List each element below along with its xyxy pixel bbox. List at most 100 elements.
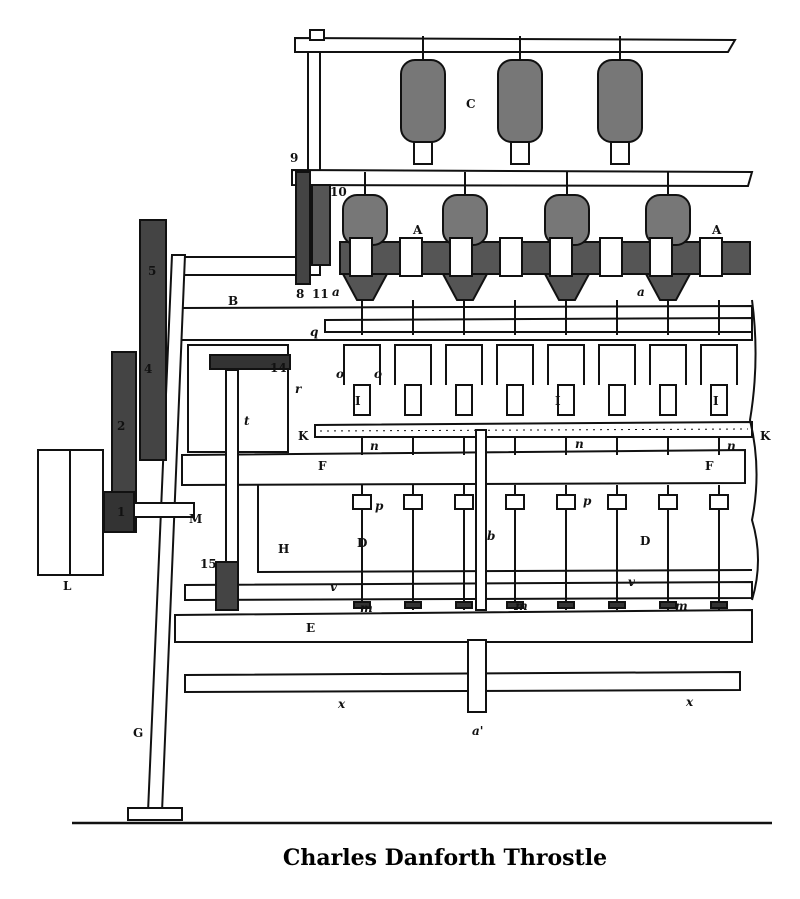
label-b: b [487, 529, 495, 543]
label-o: o [374, 367, 382, 381]
footstep-m [353, 601, 371, 609]
frame-H [257, 485, 753, 574]
label-x: x [685, 695, 694, 709]
rail-K [314, 420, 753, 438]
bobbin-base [610, 141, 630, 165]
label-o: o [336, 367, 344, 381]
label-D: D [357, 536, 367, 550]
top-bracket [309, 29, 325, 41]
roller-cone [341, 273, 389, 301]
label-2: 2 [117, 419, 125, 433]
label-v: v [628, 575, 636, 589]
label-a: a [637, 285, 645, 299]
flyer [343, 344, 381, 385]
label-r: r [295, 382, 303, 396]
broken-edge [748, 299, 759, 601]
label-a: a [332, 285, 340, 299]
label-n: n [370, 439, 379, 453]
whorl-p [556, 494, 576, 510]
label-v: v [330, 580, 338, 594]
bobbin-C [597, 59, 643, 143]
spindle-bobbin-I [557, 384, 575, 416]
roller-boss [649, 237, 673, 277]
gear-10 [311, 184, 331, 266]
beam-F [181, 448, 746, 487]
roller-boss [499, 237, 523, 277]
spindle-bobbin-I [659, 384, 677, 416]
footstep-m [455, 601, 473, 609]
label-I: I [555, 394, 561, 408]
footstep-m [659, 601, 677, 609]
label-10: 10 [330, 185, 347, 199]
label-A: A [711, 223, 722, 237]
footstep-m [710, 601, 728, 609]
shaft-M [133, 502, 195, 518]
bobbin-base [510, 141, 530, 165]
footstep-m [557, 601, 575, 609]
label-m: m [675, 599, 688, 613]
whorl-p [505, 494, 525, 510]
roller-boss [699, 237, 723, 277]
label-F: F [705, 459, 714, 473]
spindle-bobbin-I [608, 384, 626, 416]
roller-boss [399, 237, 423, 277]
spindle-bobbin-I [455, 384, 473, 416]
spindle-bobbin-I [353, 384, 371, 416]
gear-5-4 [139, 219, 167, 461]
label-14: 14 [270, 361, 287, 375]
label-I: I [355, 394, 361, 408]
label-11: 11 [312, 287, 329, 301]
shaft-b [475, 429, 487, 611]
label-I: I [713, 394, 719, 408]
whorl-p [607, 494, 627, 510]
beam-E [174, 608, 753, 643]
roller-boss [449, 237, 473, 277]
label-q: q [310, 325, 318, 339]
label-A: A [412, 223, 423, 237]
flyer [700, 344, 738, 385]
label-E: E [306, 621, 315, 635]
label-G: G [133, 726, 143, 740]
flyer [598, 344, 636, 385]
whorl-p [352, 494, 372, 510]
whorl-p [709, 494, 729, 510]
label-x: x [337, 697, 346, 711]
footstep-m [404, 601, 422, 609]
label-H: H [278, 542, 289, 556]
label-m: m [360, 601, 373, 615]
rail-q [324, 316, 753, 333]
labels: C A A 9 10 5 B 8 11 a a q 14 4 2 r t K K… [63, 97, 771, 740]
label-n: n [727, 439, 736, 453]
label-8: 8 [296, 287, 304, 301]
gear-14 [209, 354, 291, 370]
figure-caption: Charles Danforth Throstle [282, 845, 608, 871]
label-K: K [760, 429, 771, 443]
whorl-p [454, 494, 474, 510]
vertical-post [307, 51, 321, 183]
roller-cone [543, 273, 591, 301]
flyer [394, 344, 432, 385]
spindle-bobbin-I [710, 384, 728, 416]
roller-boss [349, 237, 373, 277]
label-9: 9 [290, 151, 298, 165]
label-F: F [318, 459, 327, 473]
label-15: 15 [200, 557, 217, 571]
flyer [547, 344, 585, 385]
post-foot [127, 807, 183, 821]
label-a-prime: a' [472, 724, 483, 738]
rail-x [184, 670, 741, 694]
bobbin-rail [291, 168, 754, 188]
label-p: p [583, 494, 592, 508]
spindle-bobbin-I [404, 384, 422, 416]
rail-v [184, 580, 753, 602]
spindle-bobbin-I [506, 384, 524, 416]
roller-boss [599, 237, 623, 277]
label-B: B [228, 294, 238, 308]
label-1: 1 [117, 505, 125, 519]
whorl-p [403, 494, 423, 510]
label-t: t [244, 414, 250, 428]
label-D: D [640, 534, 650, 548]
label-5: 5 [148, 264, 156, 278]
gear-15 [215, 561, 239, 611]
